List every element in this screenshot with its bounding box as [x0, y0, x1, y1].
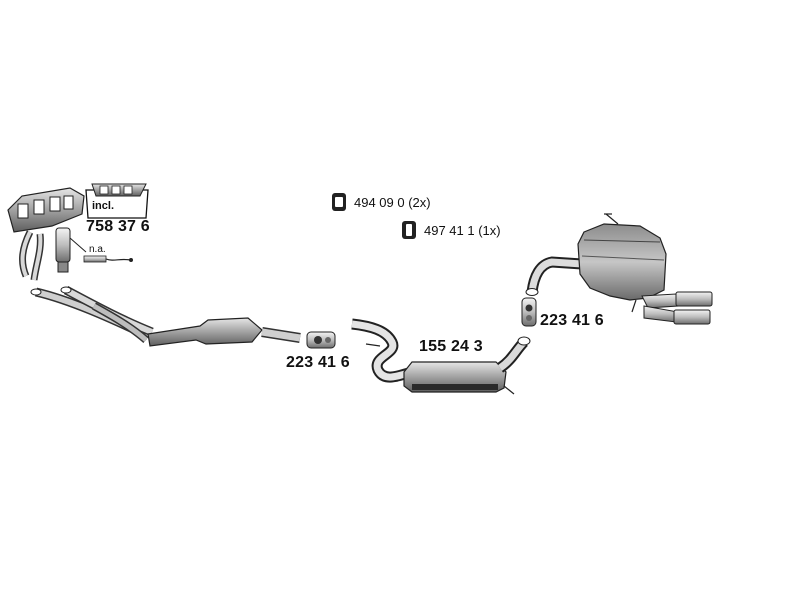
exhaust-manifold	[7, 187, 85, 281]
incl-label: incl.	[92, 200, 115, 212]
part-number-middle-silencer: 155 24 3	[419, 338, 483, 355]
part-number-rear-clamp: 223 41 6	[540, 312, 604, 329]
rear-silencer	[525, 213, 713, 325]
legend-rubber-mount-a: 494 09 0 (2x)	[332, 193, 431, 211]
legend-rubber-mount-a-label: 494 09 0 (2x)	[354, 194, 431, 210]
na-label: n.a.	[89, 244, 106, 255]
rubber-hanger-icon	[402, 221, 416, 239]
rubber-mount-icon	[332, 193, 346, 211]
legend-rubber-mount-b: 497 41 1 (1x)	[402, 221, 501, 239]
part-number-front-clamp: 223 41 6	[286, 354, 350, 371]
front-clamp	[306, 331, 336, 349]
front-pipe-catalyst	[30, 286, 301, 347]
legend-rubber-mount-b-label: 497 41 1 (1x)	[424, 222, 501, 238]
rear-clamp	[521, 297, 537, 327]
incl-box	[85, 183, 149, 219]
lambda-sensor	[69, 237, 133, 263]
middle-silencer-assembly	[351, 318, 531, 395]
part-number-manifold: 758 37 6	[86, 218, 150, 235]
